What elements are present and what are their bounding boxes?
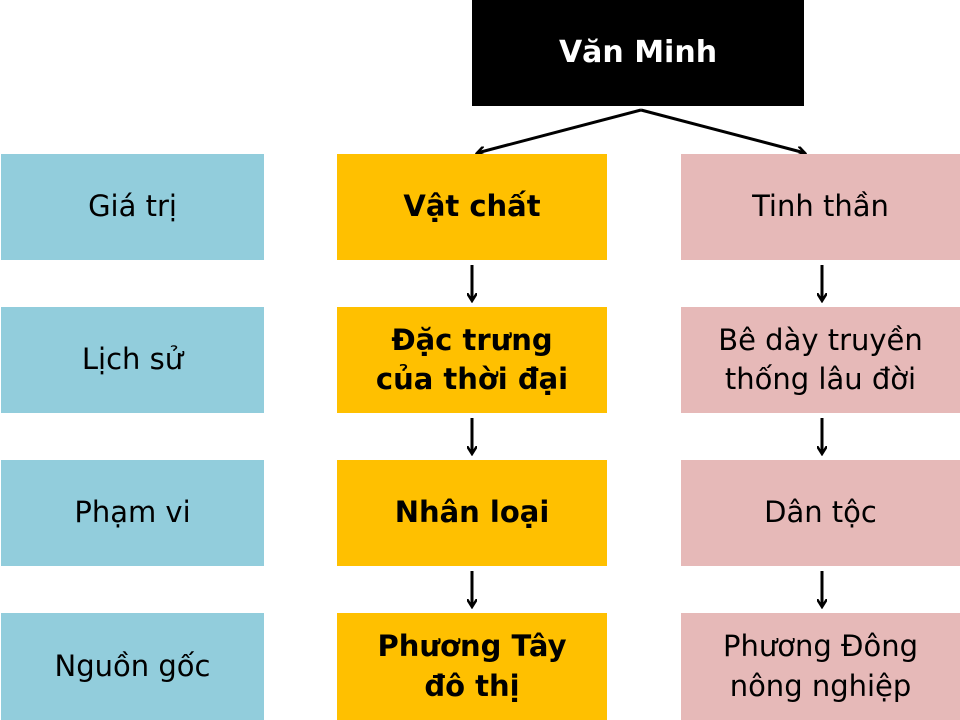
category-label: Lịch sử [81,342,184,377]
material-node-1: Vật chất [337,154,607,260]
category-label: Nguồn gốc [54,648,211,683]
spiritual-node-3: Dân tộc [681,460,960,566]
spiritual-node-2: Bê dày truyền thống lâu đời [681,307,960,413]
spiritual-node-1: Tinh thần [681,154,960,260]
spiritual-label: Tinh thần [752,189,889,224]
root-node-van-minh: Văn Minh [472,0,804,106]
category-label: Phạm vi [74,495,191,530]
material-label: Đặc trưng của thời đại [375,322,569,396]
spiritual-node-4: Phương Đông nông nghiệp [681,613,960,720]
category-gia-tri: Giá trị [1,154,264,260]
spiritual-label: Phương Đông nông nghiệp [723,629,918,703]
material-node-2: Đặc trưng của thời đại [337,307,607,413]
material-label: Nhân loại [394,495,550,530]
material-label: Phương Tây đô thị [377,629,567,703]
category-nguon-goc: Nguồn gốc [1,613,264,720]
material-node-3: Nhân loại [337,460,607,566]
category-label: Giá trị [88,189,177,224]
root-label: Văn Minh [558,34,718,70]
category-lich-su: Lịch sử [1,307,264,413]
category-pham-vi: Phạm vi [1,460,264,566]
spiritual-label: Dân tộc [764,495,877,530]
material-node-4: Phương Tây đô thị [337,613,607,720]
material-label: Vật chất [403,189,541,224]
spiritual-label: Bê dày truyền thống lâu đời [718,322,923,396]
